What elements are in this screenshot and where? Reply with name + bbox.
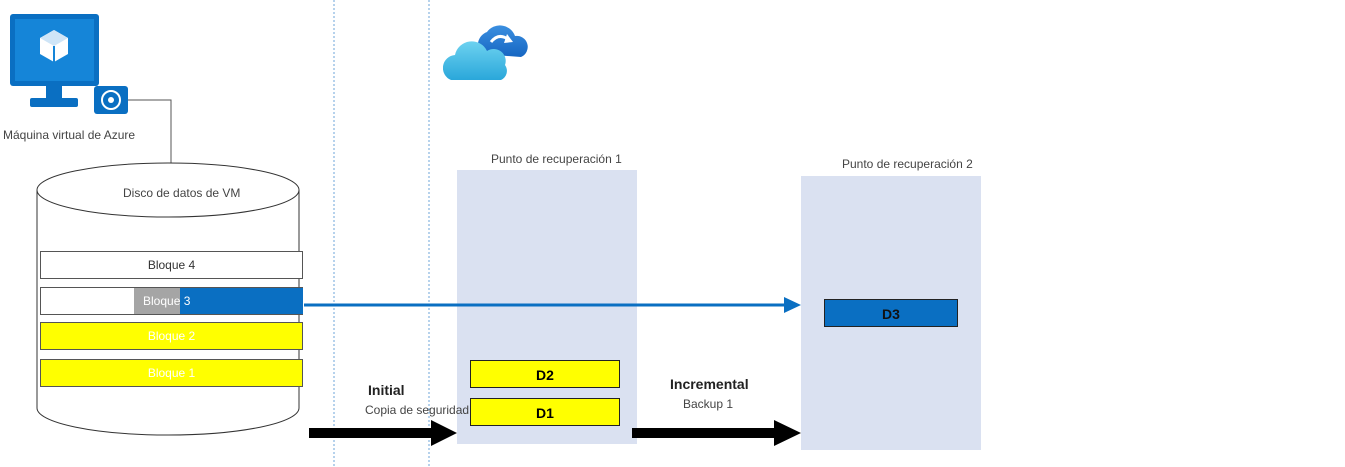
recovery-point-2-label: Punto de recuperación 2 bbox=[842, 157, 973, 171]
block-3-gray-segment bbox=[134, 288, 180, 314]
block-3-changed-segment bbox=[180, 288, 303, 314]
incremental-backup-arrow bbox=[632, 420, 801, 446]
initial-backup-arrow bbox=[309, 420, 457, 446]
azure-backup-cloud-icon bbox=[443, 25, 528, 80]
recovery-point-2-item-d3: D3 bbox=[824, 299, 958, 327]
vm-disk-connector bbox=[128, 99, 172, 166]
incremental-subtitle: Backup 1 bbox=[683, 397, 734, 411]
recovery-point-1-item-d2: D2 bbox=[470, 360, 620, 388]
block-4: Bloque 4 bbox=[40, 251, 303, 279]
block-3-label: Bloque 3 bbox=[143, 294, 191, 308]
initial-title: Initial bbox=[368, 382, 405, 398]
block-2: Bloque 2 bbox=[40, 322, 303, 350]
incremental-title: Incremental bbox=[670, 376, 749, 392]
changed-block-arrowhead bbox=[784, 297, 801, 313]
azure-vm-icon bbox=[10, 14, 128, 114]
block-3: Bloque 3 bbox=[40, 287, 303, 315]
recovery-point-1-label: Punto de recuperación 1 bbox=[491, 152, 622, 166]
initial-subtitle: Copia de seguridad bbox=[365, 403, 470, 417]
disk-label: Disco de datos de VM bbox=[123, 186, 241, 200]
recovery-point-1-item-d1: D1 bbox=[470, 398, 620, 426]
block-1: Bloque 1 bbox=[40, 359, 303, 387]
vm-label: Máquina virtual de Azure bbox=[3, 128, 136, 142]
